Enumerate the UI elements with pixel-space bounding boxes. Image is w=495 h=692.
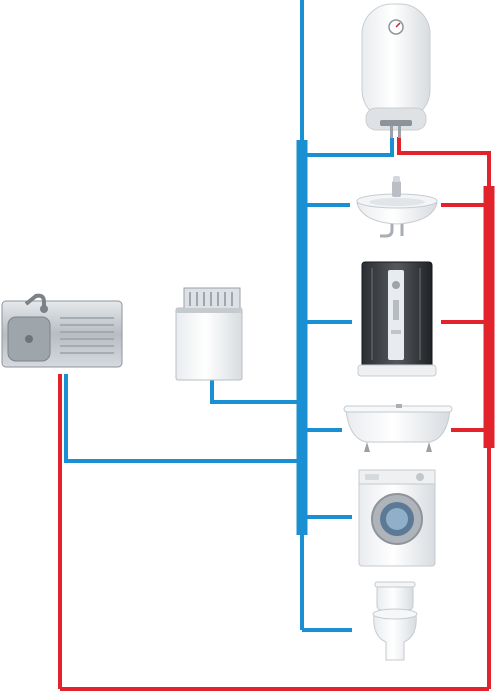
- cold-branch-dishwasher: [210, 380, 302, 404]
- shower-cabin-icon: [357, 261, 437, 377]
- washbasin-icon: [356, 176, 438, 238]
- kitchen-sink-icon: [1, 293, 123, 368]
- washing-machine-icon: [358, 469, 436, 567]
- toilet-icon: [372, 581, 418, 661]
- bathtub-icon: [343, 404, 453, 452]
- hot-outlet-water-heater: [397, 137, 491, 190]
- cold-water-pipes: [64, 0, 394, 632]
- hot-water-pipes: [58, 137, 495, 691]
- dishwasher-icon: [175, 287, 243, 381]
- cold-branch-water-heater: [302, 138, 394, 157]
- water-heater-icon: [361, 3, 431, 138]
- cold-branch-kitchen-sink: [64, 374, 302, 463]
